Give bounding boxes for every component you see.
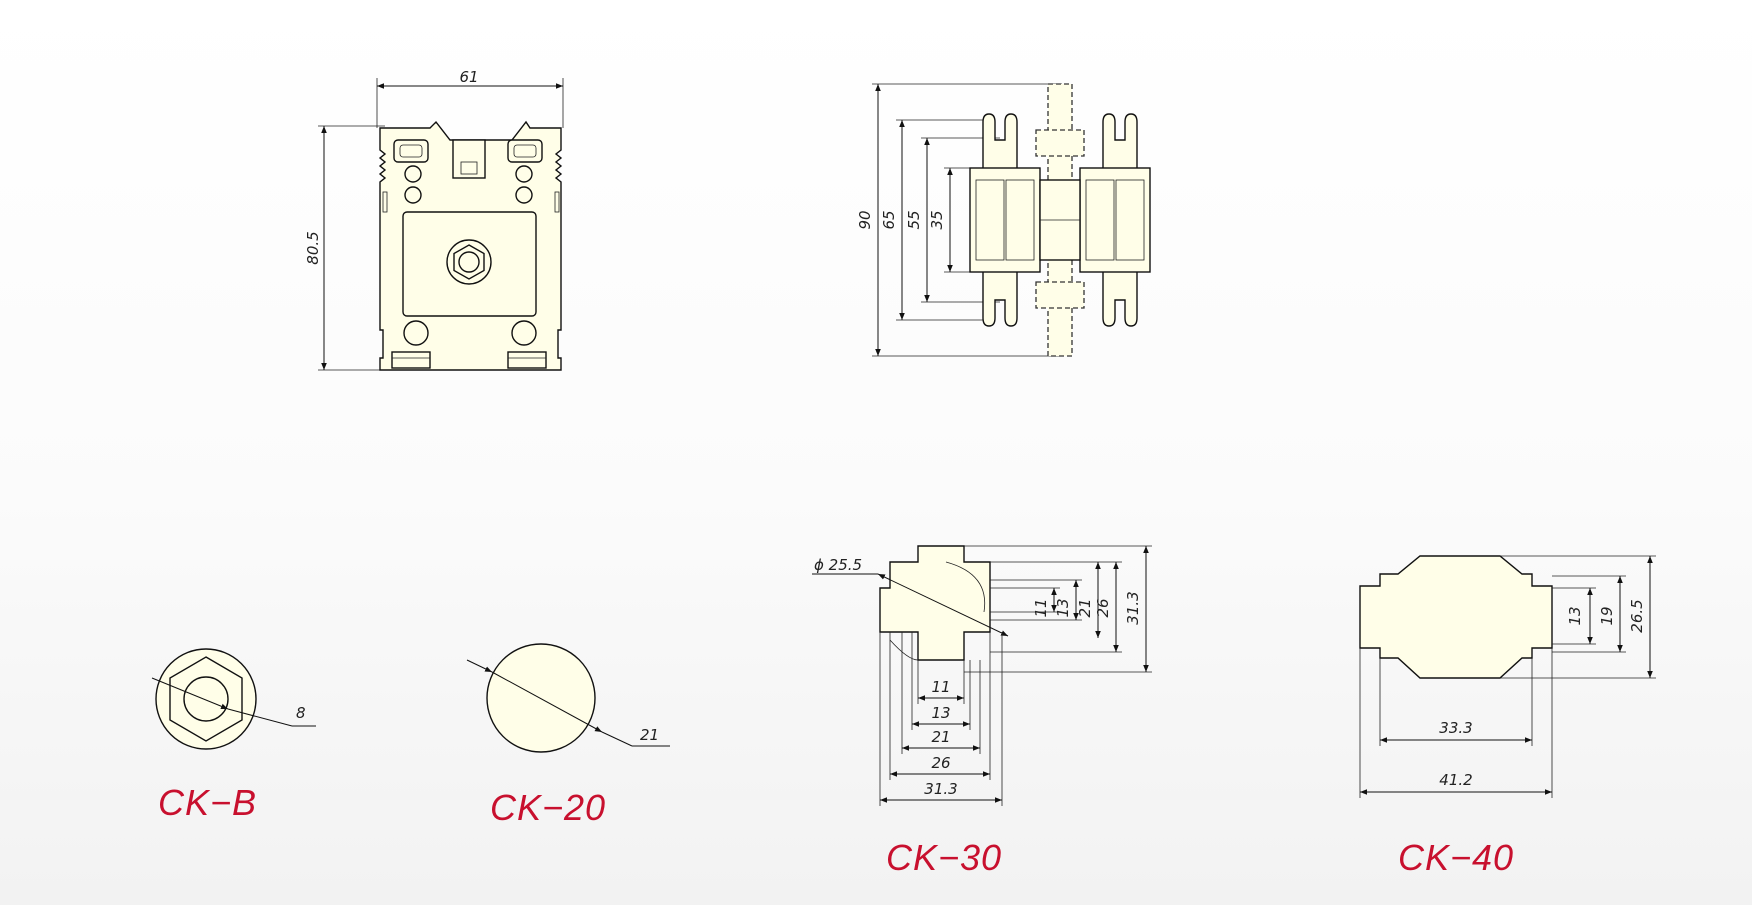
ck-40-v19: 19	[1598, 606, 1616, 625]
left-block	[969, 167, 1041, 273]
center-tab	[452, 139, 486, 179]
ck-40-body	[1359, 555, 1553, 679]
ck-30-v31: 31.3	[1124, 591, 1142, 624]
ck-30-body	[879, 545, 991, 661]
ck-30-v26: 26	[1094, 598, 1112, 617]
ck-20-disc	[486, 643, 596, 753]
ck-b-dim: 8	[296, 704, 306, 722]
ck-40-h41: 41.2	[1439, 771, 1472, 789]
ck-20-label: CK−20	[490, 787, 606, 828]
front-width-dim: 61	[459, 68, 478, 86]
ck-40-h33: 33.3	[1439, 719, 1472, 737]
ck-30-h21: 21	[931, 728, 950, 746]
side-dim-65: 65	[880, 210, 898, 229]
side-view-drawing: 90 65 55 35	[856, 83, 1151, 357]
ck-30-v13: 13	[1054, 598, 1072, 617]
ck-30-v21: 21	[1076, 598, 1094, 617]
ck-b-bore	[183, 676, 229, 722]
ck-20-dim: 21	[640, 726, 659, 744]
right-terminal-bottom	[1102, 267, 1138, 327]
right-clip	[507, 139, 543, 163]
ck-30-h11: 11	[931, 678, 950, 696]
left-clip	[393, 139, 429, 163]
ck-b-label: CK−B	[158, 782, 257, 823]
ck-20-drawing: 21 CK−20	[466, 643, 670, 828]
ck-30-h26: 26	[931, 754, 950, 772]
front-view-drawing: 61 80.5	[304, 68, 564, 371]
ck-40-v26: 26.5	[1628, 599, 1646, 632]
ck-b-drawing: 8 CK−B	[151, 648, 316, 823]
ck-30-h13: 13	[931, 704, 950, 722]
ck-40-label: CK−40	[1398, 837, 1514, 878]
side-dim-35: 35	[928, 210, 946, 229]
ck-30-v11: 11	[1032, 598, 1050, 617]
left-foot	[391, 351, 431, 369]
right-foot	[507, 351, 547, 369]
ck-40-drawing: 13 19 26.5 33.3 41.2 CK−40	[1359, 555, 1656, 878]
ck-30-h31: 31.3	[924, 780, 957, 798]
side-dim-55: 55	[905, 210, 923, 229]
right-block	[1079, 167, 1151, 273]
ck-40-v13: 13	[1566, 606, 1584, 625]
left-terminal-top	[982, 113, 1018, 173]
ck-30-label: CK−30	[886, 837, 1002, 878]
front-height-dim: 80.5	[304, 231, 322, 264]
ck-30-drawing: ϕ 25.5 11 13 21 26 31.3 11 13	[812, 545, 1152, 878]
left-terminal-bottom	[982, 267, 1018, 327]
ck-30-phi-dim: ϕ 25.5	[814, 556, 862, 574]
right-terminal-top	[1102, 113, 1138, 173]
side-dim-90: 90	[856, 210, 874, 229]
